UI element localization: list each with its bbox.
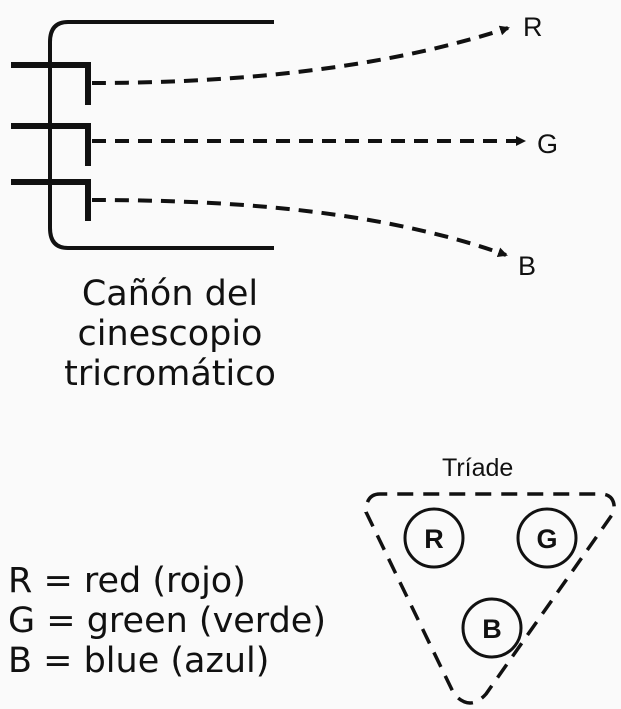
beam-label-b: B xyxy=(518,251,536,281)
caption-line: cinescopio xyxy=(77,314,263,354)
beam-label-g: G xyxy=(537,129,558,159)
color-legend: R = red (rojo) G = green (verde) B = blu… xyxy=(8,561,326,681)
beam-r xyxy=(91,25,510,85)
electrode-b xyxy=(11,179,91,221)
triad-dot-label-r: R xyxy=(424,524,444,554)
caption-line: Cañón del xyxy=(81,274,259,314)
electrode-r xyxy=(11,62,91,105)
triad-dot-label-g: G xyxy=(536,524,557,554)
gun-envelope xyxy=(48,20,274,250)
beam-label-r: R xyxy=(523,12,543,42)
beam-b xyxy=(91,198,508,258)
gun-caption: Cañón del cinescopio tricromático xyxy=(40,274,300,394)
legend-item-g: G = green (verde) xyxy=(8,601,326,641)
electrode-g xyxy=(11,123,91,166)
legend-item-r: R = red (rojo) xyxy=(8,561,246,601)
triad-dot-r: R xyxy=(403,507,465,569)
legend-item-b: B = blue (azul) xyxy=(8,641,270,681)
triad-title: Tríade xyxy=(442,454,513,482)
triad-dot-label-b: B xyxy=(482,614,502,644)
triad-dot-g: G xyxy=(516,507,578,569)
caption-line: tricromático xyxy=(64,354,276,394)
triad-dot-b: B xyxy=(461,597,523,659)
triad-outline xyxy=(364,492,616,705)
